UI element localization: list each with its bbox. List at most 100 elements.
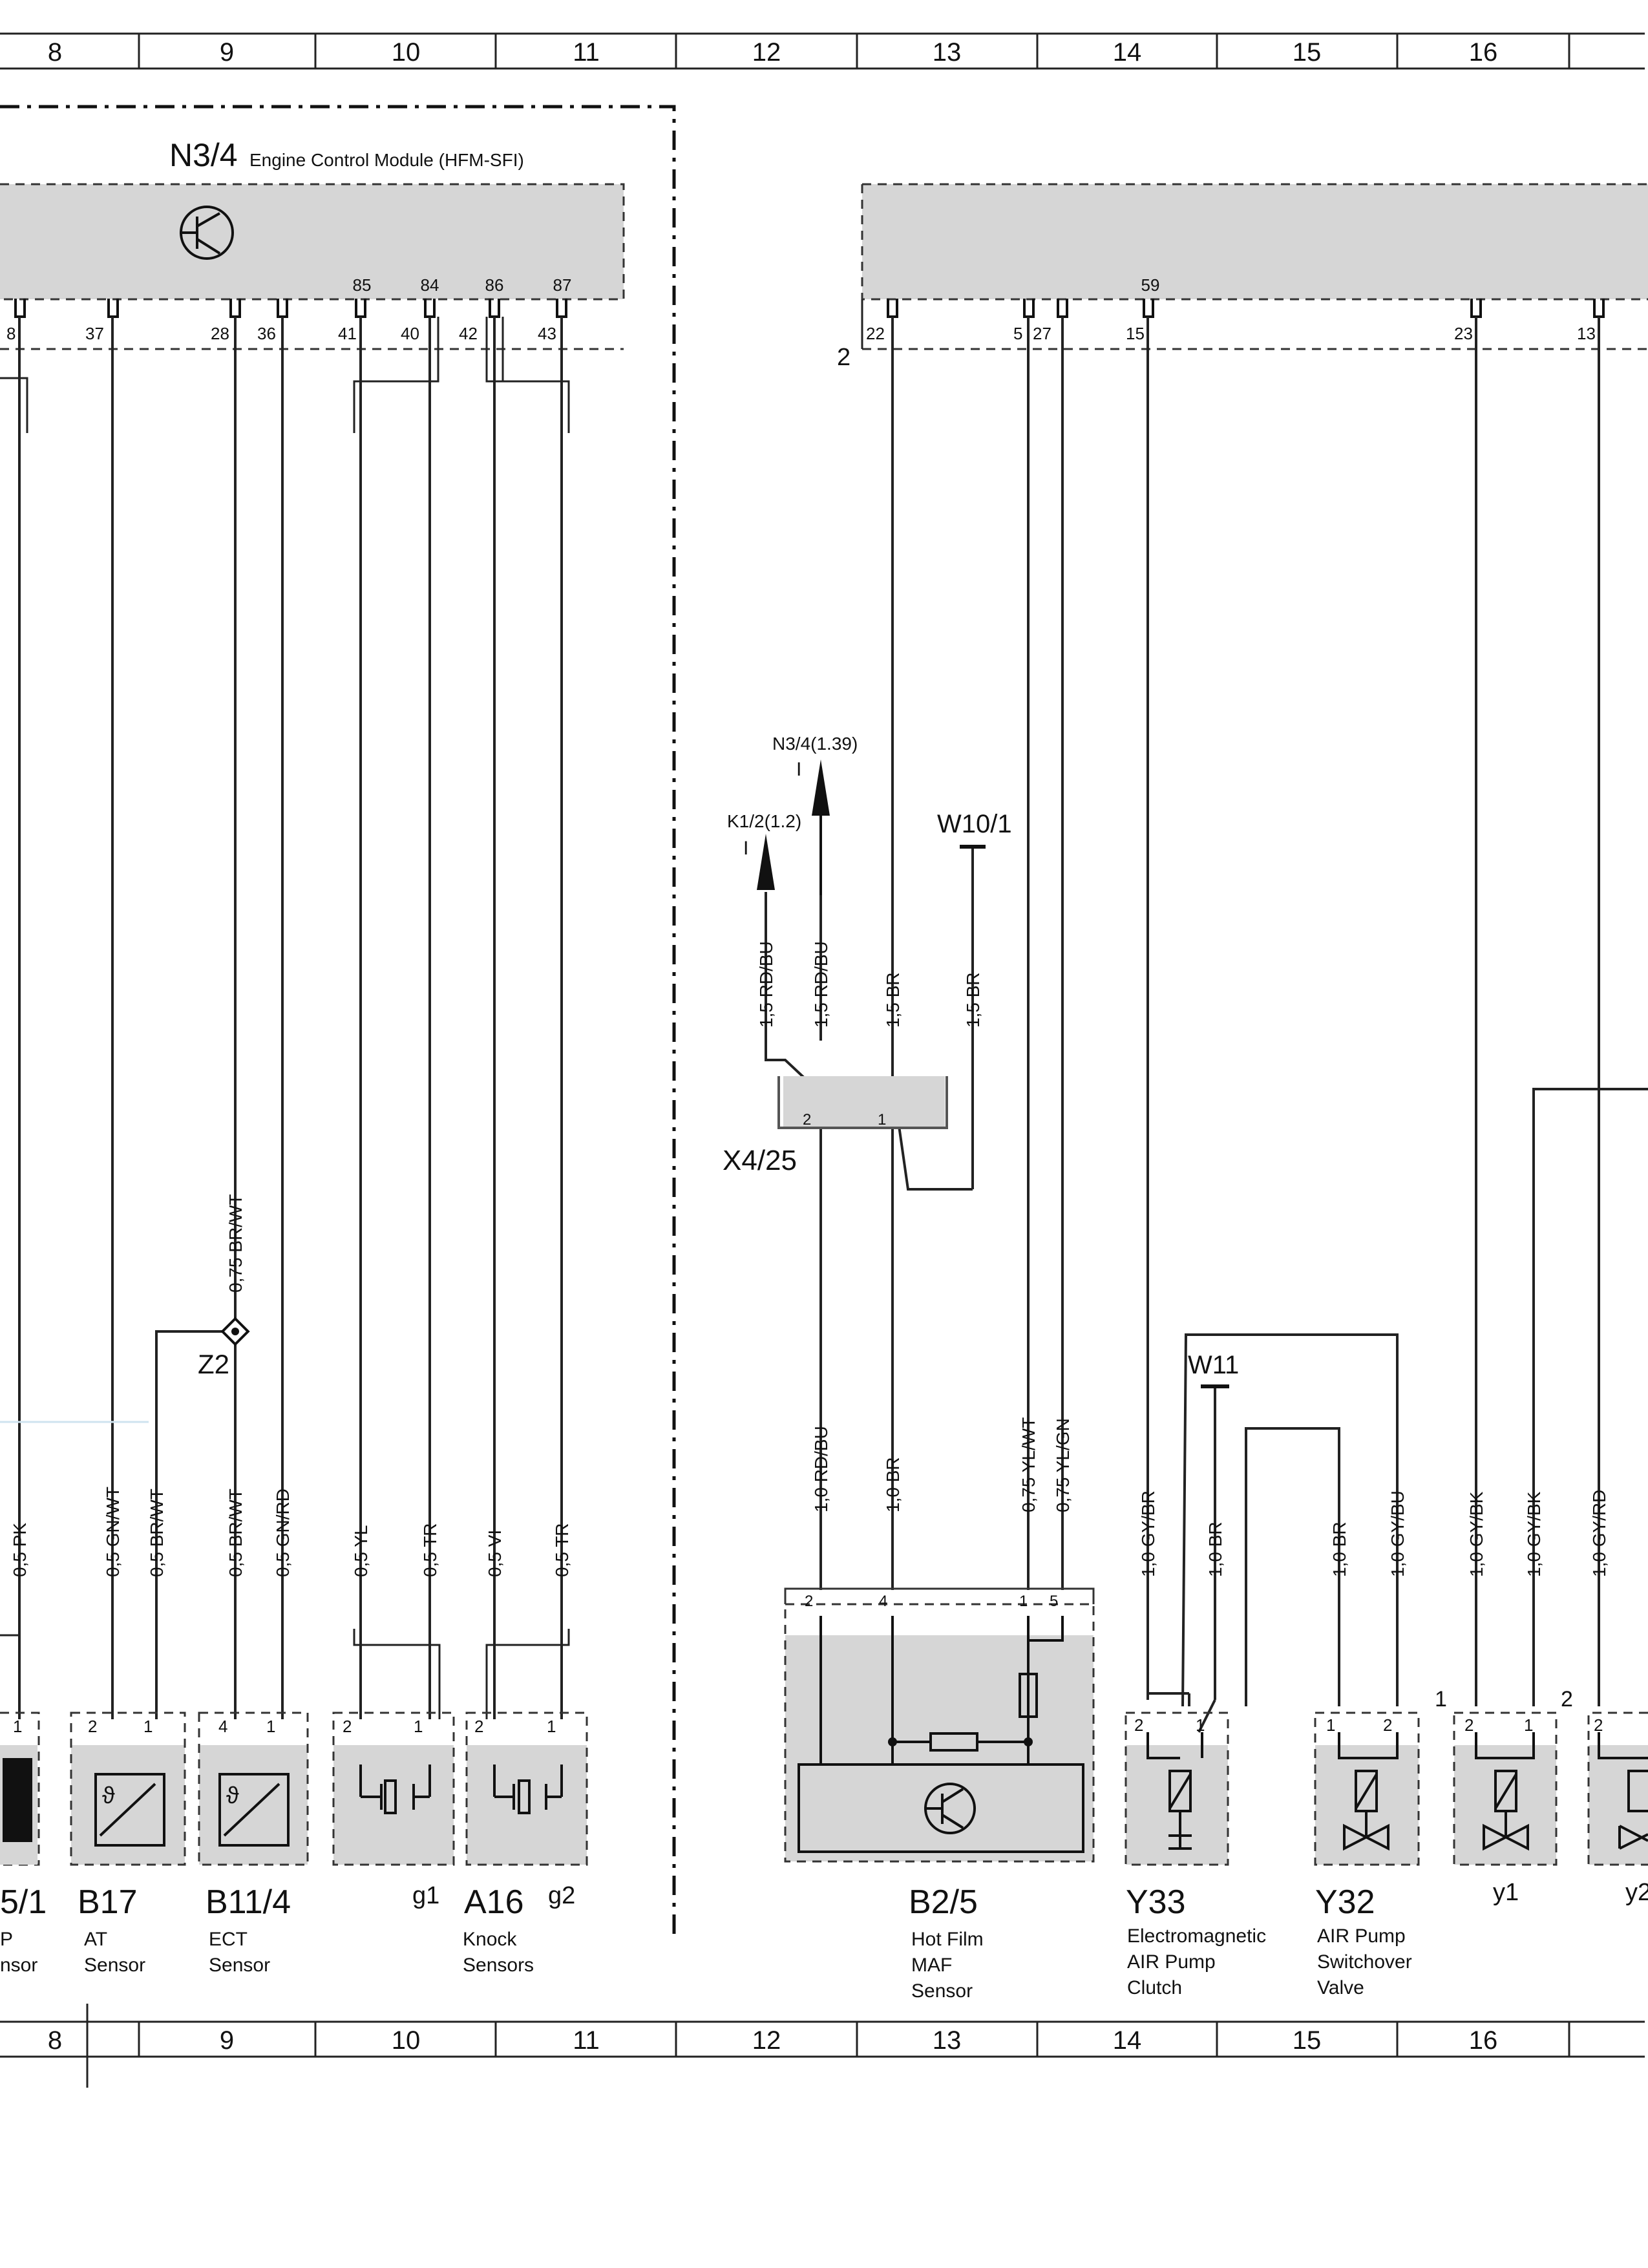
component-id: B2/5 xyxy=(909,1883,978,1921)
wire-label: 1,0 BR xyxy=(1205,1521,1225,1577)
ecm-boundary xyxy=(0,105,676,1939)
wire-label: 1,0 RD/BU xyxy=(811,1426,831,1512)
component-y1: 1 2 1 y1 xyxy=(1435,1687,1558,1906)
ecm-pin-label: 15 xyxy=(1126,324,1145,343)
wires-right: W11 xyxy=(1146,1333,1399,1733)
grid-col-label: 9 xyxy=(220,38,234,67)
component-id: 5/1 xyxy=(0,1883,47,1921)
ecm-pin-label: 13 xyxy=(1577,324,1596,343)
grid-col-label: 16 xyxy=(1469,2026,1498,2055)
component-desc: AIR Pump xyxy=(1317,1925,1406,1947)
transistor-icon xyxy=(924,1783,976,1834)
wire-label: 0,5 GN/WT xyxy=(103,1487,123,1577)
ecm-pin-label: 22 xyxy=(866,324,885,343)
wire-label: 1,0 GY/BU xyxy=(1388,1490,1408,1577)
connector-pin: 2 xyxy=(1594,1715,1603,1735)
ecm-inner-number: 85 xyxy=(353,275,372,295)
wire-label: 0,75 YL/GN xyxy=(1053,1418,1073,1512)
wire-label: 1,0 GY/BK xyxy=(1466,1491,1486,1577)
ecm-pin-label: 5 xyxy=(1013,324,1022,343)
connector-pin: 4 xyxy=(218,1717,227,1736)
grid-col-label: 9 xyxy=(220,2026,234,2055)
ecm-name: Engine Control Module (HFM-SFI) xyxy=(249,150,524,170)
grid-col-label: 16 xyxy=(1469,38,1498,67)
component-id: B17 xyxy=(78,1883,138,1921)
wires-middle xyxy=(765,317,1648,1706)
component-id: B11/4 xyxy=(206,1883,291,1921)
component-id: y2 xyxy=(1625,1879,1648,1906)
grid-col-label: 10 xyxy=(392,38,421,67)
wire-label: 1,5 RD/BU xyxy=(811,941,831,1028)
component-g2: 2 1 A16 g2 Knock Sensors xyxy=(463,1712,588,1976)
component-desc: Switchover xyxy=(1317,1951,1412,1973)
ref-label: W10/1 xyxy=(937,810,1012,838)
wire-label: 0,5 BR/WT xyxy=(147,1489,167,1577)
connector-pin: 4 xyxy=(879,1593,887,1610)
connector-id: X4/25 xyxy=(723,1145,797,1176)
wire-label: 1,0 GY/RD xyxy=(1589,1490,1609,1577)
ecm-pin-label: 42 xyxy=(459,324,478,343)
transistor-icon xyxy=(180,206,234,260)
ecm-module: N3/4 Engine Control Module (HFM-SFI) 85 … xyxy=(0,137,625,350)
ecm-inner-number: 84 xyxy=(421,275,439,295)
component-y2: 2 2 y2 xyxy=(1561,1687,1648,1906)
ref-mark: I xyxy=(796,759,801,780)
component-desc: Sensor xyxy=(84,1955,145,1976)
wire-label: 1,0 BR xyxy=(1329,1521,1349,1577)
component-desc: ECT xyxy=(209,1929,248,1950)
connector-pin: 1 xyxy=(143,1717,153,1736)
top-column-grid: 8 9 10 11 12 13 14 15 16 xyxy=(0,32,1645,70)
ecm-inner-number: 86 xyxy=(485,275,504,295)
wire-label: 1,5 BR xyxy=(963,972,983,1028)
component-desc: Sensor xyxy=(911,1980,973,2002)
wire-label: 0,5 TR xyxy=(552,1523,572,1577)
connector-pin: 1 xyxy=(266,1717,275,1736)
grid-col-label: 11 xyxy=(573,38,600,67)
component-desc: MAF xyxy=(911,1955,952,1976)
grid-col-label: 14 xyxy=(1113,2026,1142,2055)
ecm-pin-label: 41 xyxy=(338,324,357,343)
wire-label: 0,5 TR xyxy=(420,1523,440,1577)
component-b17: 2 1 ϑ B17 AT Sensor xyxy=(70,1712,186,1976)
component-desc: Clutch xyxy=(1127,1977,1182,1998)
component-y33: 2 1 Y33 Electromagnetic AIR Pump Clutch xyxy=(1125,1712,1266,1998)
component-id: A16 xyxy=(464,1883,524,1921)
component-id: g2 xyxy=(548,1882,575,1909)
wire-label: 0,5 BR/WT xyxy=(226,1489,246,1577)
ecm-pin-label: 23 xyxy=(1454,324,1473,343)
wire-labels-right: 1,0 GY/BR 1,0 BR 1,0 BR 1,0 GY/BU 1,0 GY… xyxy=(1138,1490,1609,1577)
z2-label: Z2 xyxy=(198,1349,229,1379)
wire-label: 1,0 GY/BR xyxy=(1138,1490,1158,1577)
connector-pin: 1 xyxy=(1326,1715,1335,1735)
connector-pin: 5 xyxy=(1050,1593,1058,1610)
grid-col-label: 13 xyxy=(933,38,962,67)
connector-pin: 2 xyxy=(88,1717,97,1736)
group-label: 2 xyxy=(1561,1687,1573,1712)
ecm-pin-label: 27 xyxy=(1033,324,1051,343)
reference-arrows: N3/4(1.39) I K1/2(1.2) I W10/1 xyxy=(727,734,1012,895)
grid-col-label: 15 xyxy=(1293,38,1322,67)
component-b11-4: 4 1 ϑ B11/4 ECT Sensor xyxy=(198,1712,309,1976)
wire-labels-middle: 1,5 RD/BU 1,5 RD/BU 1,5 BR 1,5 BR 1,0 RD… xyxy=(756,941,1073,1512)
wire-labels-left: 0,5 PK 0,5 GN/WT 0,5 BR/WT 0,75 BR/WT 0,… xyxy=(10,1194,572,1577)
ref-label: K1/2(1.2) xyxy=(727,811,801,831)
component-id: Y32 xyxy=(1315,1883,1375,1921)
component-desc: AIR Pump xyxy=(1127,1951,1216,1973)
wire-label: 0,5 VI xyxy=(485,1530,505,1577)
connector-pin: 2 xyxy=(803,1111,811,1129)
wires-left xyxy=(0,317,570,1719)
grid-col-label: 15 xyxy=(1293,2026,1322,2055)
connector-pin: 1 xyxy=(547,1717,556,1736)
ecm-pin-label: 8 xyxy=(6,324,16,343)
component-y32: 1 2 Y32 AIR Pump Switchover Valve xyxy=(1314,1712,1420,1998)
component-b2-5: 2 4 1 5 B2/5 Hot Film MAF Sensor xyxy=(784,1587,1095,2002)
connector-pin: 2 xyxy=(1134,1715,1143,1735)
wire-label: 0,5 GN/RD xyxy=(273,1489,293,1577)
wire-label: 1,0 GY/BK xyxy=(1524,1491,1544,1577)
component-id: Y33 xyxy=(1126,1883,1186,1921)
grid-col-label: 12 xyxy=(752,2026,781,2055)
grid-col-label: 14 xyxy=(1113,38,1142,67)
ref-label: N3/4(1.39) xyxy=(772,734,858,754)
wire-label: 1,5 BR xyxy=(883,972,903,1028)
connector-pin: 1 xyxy=(414,1717,423,1736)
